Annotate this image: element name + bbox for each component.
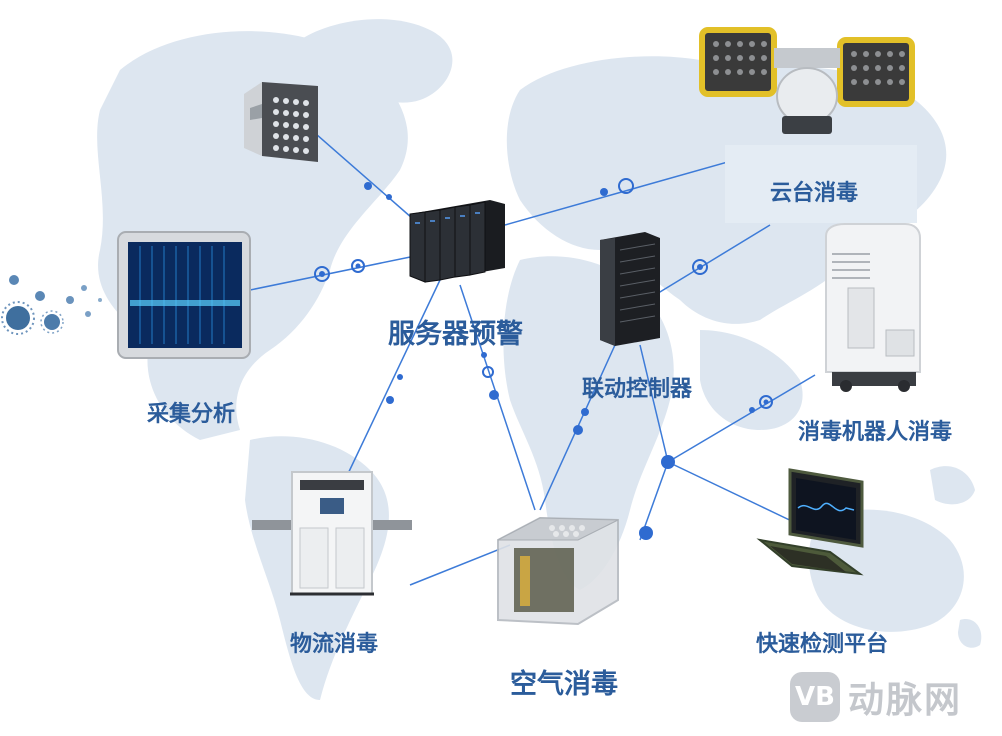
node-label-server: 服务器预警 xyxy=(388,319,523,350)
logistics-machine-icon xyxy=(252,471,412,596)
connection-dots xyxy=(314,178,773,540)
ptz-label-panel xyxy=(725,145,917,223)
air-purifier-icon xyxy=(497,516,619,626)
server-rack-icon xyxy=(409,200,505,283)
node-label-robot: 消毒机器人消毒 xyxy=(798,420,953,445)
watermark-logo: VB xyxy=(790,672,840,722)
node-label-logistics: 物流消毒 xyxy=(290,632,379,657)
uv-lamp-icon xyxy=(244,82,318,162)
controller-rack-icon xyxy=(600,232,660,346)
disinfection-robot-icon xyxy=(825,223,921,392)
watermark-text: 动脉网 xyxy=(848,680,963,721)
node-label-ptz: 云台消毒 xyxy=(770,181,859,206)
analysis-tablet-icon xyxy=(117,231,251,359)
node-label-detect: 快速检测平台 xyxy=(756,632,889,657)
detection-laptop-icon xyxy=(756,468,864,576)
ptz-lamp-icon xyxy=(699,27,915,134)
node-label-air: 空气消毒 xyxy=(510,669,618,700)
node-label-linkage: 联动控制器 xyxy=(582,377,693,402)
node-label-collect: 采集分析 xyxy=(147,402,236,427)
watermark: VB 动脉网 xyxy=(790,672,962,722)
virus-icon xyxy=(1,275,102,335)
